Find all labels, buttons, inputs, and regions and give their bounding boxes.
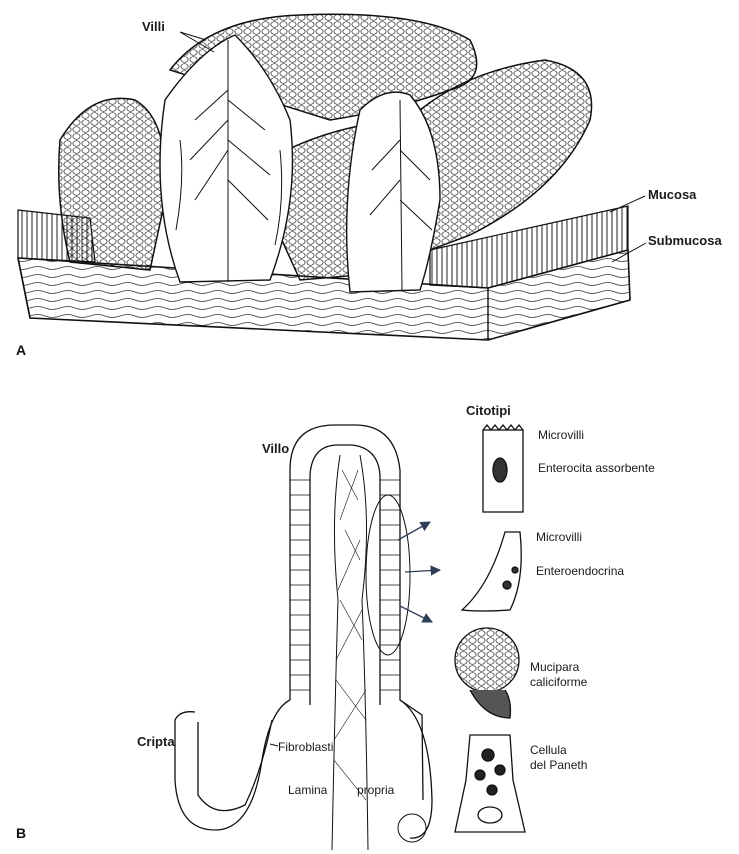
label-caliciforme: caliciforme (530, 675, 587, 689)
label-submucosa: Submucosa (648, 234, 722, 248)
label-enterocita: Enterocita assorbente (538, 461, 655, 475)
label-paneth: del Paneth (530, 758, 587, 772)
villus-fold-left (59, 98, 166, 270)
label-mucipara: Mucipara (530, 660, 579, 674)
villus-section-2 (347, 92, 440, 292)
label-lamina: Lamina (288, 783, 327, 797)
villus-epithelium-inner (310, 445, 380, 705)
cell-selection-ellipse (366, 495, 410, 655)
label-villo: Villo (262, 442, 289, 456)
label-microvilli-1: Microvilli (538, 428, 584, 442)
citotipi-title: Citotipi (466, 404, 511, 418)
panel-b-letter: B (16, 825, 26, 841)
label-propria: propria (357, 783, 394, 797)
crypt-inner (198, 720, 272, 811)
cell-enterocyte (483, 425, 523, 512)
cell-type-arrows (398, 522, 440, 622)
cell-goblet (455, 628, 519, 718)
label-cellula: Cellula (530, 743, 567, 757)
crypt-outer (175, 700, 290, 830)
panel-a-letter: A (16, 342, 26, 358)
label-microvilli-2: Microvilli (536, 530, 582, 544)
label-enteroendocrina: Enteroendocrina (536, 564, 624, 578)
label-cripta: Cripta (137, 735, 175, 749)
label-mucosa: Mucosa (648, 188, 696, 202)
cell-paneth (455, 735, 525, 832)
label-fibroblasti: Fibroblasti (278, 740, 333, 754)
mucosa-block (18, 14, 646, 340)
label-villi: Villi (142, 20, 165, 34)
cell-enteroendocrine (462, 532, 521, 611)
